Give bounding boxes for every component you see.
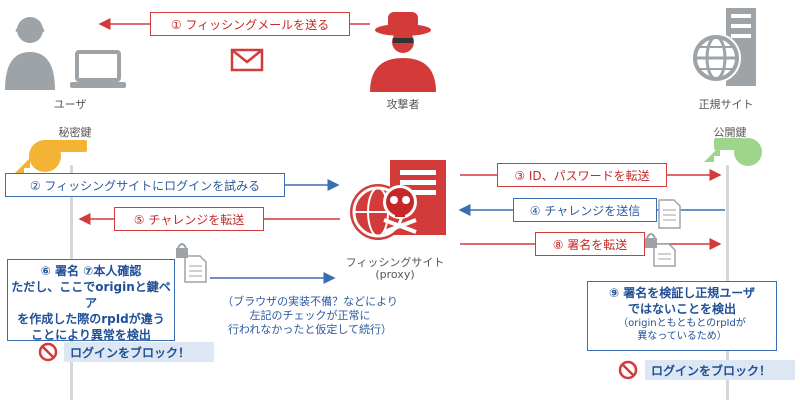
user-detection-box: ⑥ 署名 ⑦本人確認 ただし、ここでoriginと鍵ペア を作成した際のrpId… (7, 259, 175, 342)
browser-note-line-2: 左記のチェックが正常に (249, 309, 371, 322)
browser-note-line-3: 行われなかったと仮定して続行） (227, 323, 393, 336)
site-detection-box: ⑨ 署名を検証し正規ユーザ ではないことを検出 （originともともとのrpI… (587, 281, 777, 351)
public-key-label: 公開鍵 (713, 126, 747, 139)
phishing-server-icon (350, 160, 446, 240)
laptop-icon (70, 50, 126, 88)
step-1-box: ① フィッシングメールを送る (150, 12, 350, 36)
attacker-label: 攻撃者 (386, 98, 420, 111)
phishing-site-label: フィッシングサイト (345, 256, 445, 269)
site-detection-line-3: （originともともとのrpIdが (618, 318, 746, 329)
signed-doc-icon-site (645, 233, 676, 267)
challenge-doc-icon (658, 199, 681, 229)
phishing-site-sublabel: (proxy) (375, 268, 415, 281)
user-detection-line-2: ただし、ここでoriginと鍵ペア (11, 280, 171, 310)
public-key-icon (704, 138, 762, 166)
browser-note-line-1: （ブラウザの実装不備？などにより (222, 295, 398, 308)
user-login-blocked: ログインをブロック！ (64, 342, 214, 362)
server-icon (691, 8, 756, 86)
prohibit-icon-user (38, 342, 58, 362)
user-detection-line-3: を作成した際のrpIdが違う (17, 312, 165, 326)
step-2-box: ② フィッシングサイトにログインを試みる (5, 173, 285, 197)
private-key-label: 秘密鍵 (58, 126, 92, 139)
step-4-box: ④ チャレンジを送信 (513, 198, 657, 222)
legit-site-label: 正規サイト (698, 98, 754, 111)
site-detection-line-4: 異なっているため） (637, 331, 727, 342)
mail-icon (230, 48, 264, 72)
user-label: ユーザ (53, 98, 87, 111)
user-detection-line-4: ことにより異常を検出 (31, 328, 151, 342)
step-3-box: ③ ID、パスワードを転送 (497, 163, 667, 187)
browser-note: （ブラウザの実装不備？などにより 左記のチェックが正常に 行われなかったと仮定し… (205, 295, 415, 337)
prohibit-icon-site (618, 360, 638, 380)
user-icon (5, 17, 55, 90)
step-8-box: ⑧ 署名を転送 (535, 232, 645, 256)
step-5-box: ⑤ チャレンジを転送 (114, 207, 264, 231)
user-detection-line-1: ⑥ 署名 ⑦本人確認 (40, 264, 142, 278)
site-login-blocked: ログインをブロック！ (645, 360, 795, 380)
signed-doc-icon (176, 243, 207, 283)
site-detection-line-2: ではないことを検出 (627, 302, 736, 316)
site-detection-line-1: ⑨ 署名を検証し正規ユーザ (608, 286, 756, 300)
private-key-icon (14, 140, 87, 174)
attacker-icon (370, 12, 436, 92)
